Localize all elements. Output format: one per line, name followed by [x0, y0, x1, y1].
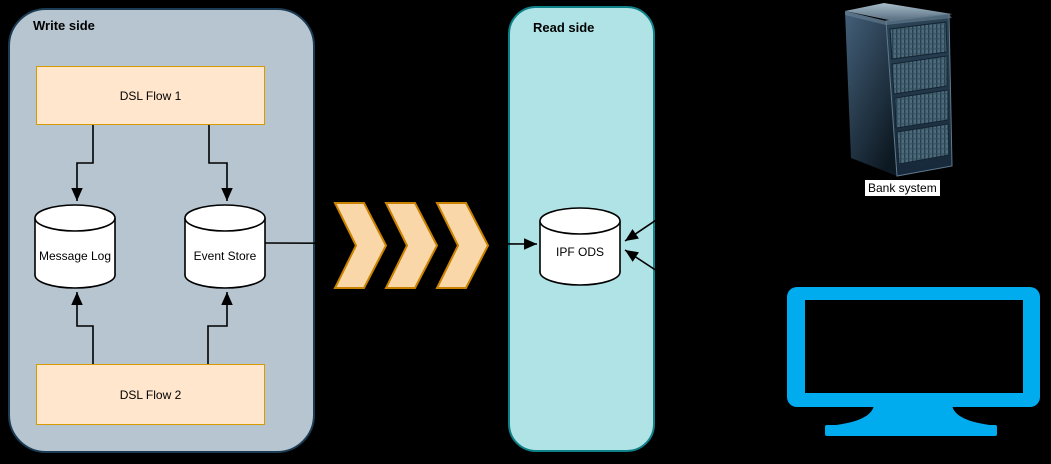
message-log-datastore [34, 204, 116, 289]
edge-dslflow2-messagelog [71, 292, 94, 364]
bank-server-icon [845, 3, 953, 177]
flow-chevron-icon [333, 202, 388, 289]
edge-dslflow1-eventstore [208, 125, 233, 201]
monitor-screen [805, 300, 1023, 393]
edge-dslflow1-messagelog [71, 125, 94, 201]
edge-monitor-ipfods [624, 249, 791, 359]
event-store-label: Event Store [193, 249, 257, 263]
edge-dslflow2-eventstore [207, 292, 233, 364]
server-bay-icon [889, 21, 948, 60]
edge-banksystem-ipfods [624, 92, 846, 242]
flow-chevron-icon [435, 202, 490, 289]
ipf-ods-label: IPF ODS [555, 245, 604, 259]
monitor-stand-base [825, 425, 997, 436]
dsl-flow-2-label: DSL Flow 2 [119, 387, 182, 402]
read-side-title: Read side [533, 20, 595, 35]
edge-eventstore-ipfods [264, 238, 538, 250]
server-bay-icon [891, 55, 948, 95]
server-bay-icon [896, 123, 950, 165]
server-bay-icon [894, 89, 949, 129]
client-monitor-icon [787, 287, 1040, 436]
message-log-label: Message Log [38, 249, 112, 263]
dsl-flow-1-node: DSL Flow 1 [36, 66, 265, 125]
flow-chevron-icon [384, 202, 439, 289]
ipf-ods-datastore [539, 207, 621, 286]
dsl-flow-2-node: DSL Flow 2 [36, 364, 265, 425]
flow-chevrons-icon [333, 202, 490, 289]
bank-system-label: Bank system [865, 180, 940, 196]
write-side-title: Write side [33, 18, 95, 33]
dsl-flow-1-label: DSL Flow 1 [119, 88, 182, 103]
event-store-datastore [184, 204, 266, 289]
